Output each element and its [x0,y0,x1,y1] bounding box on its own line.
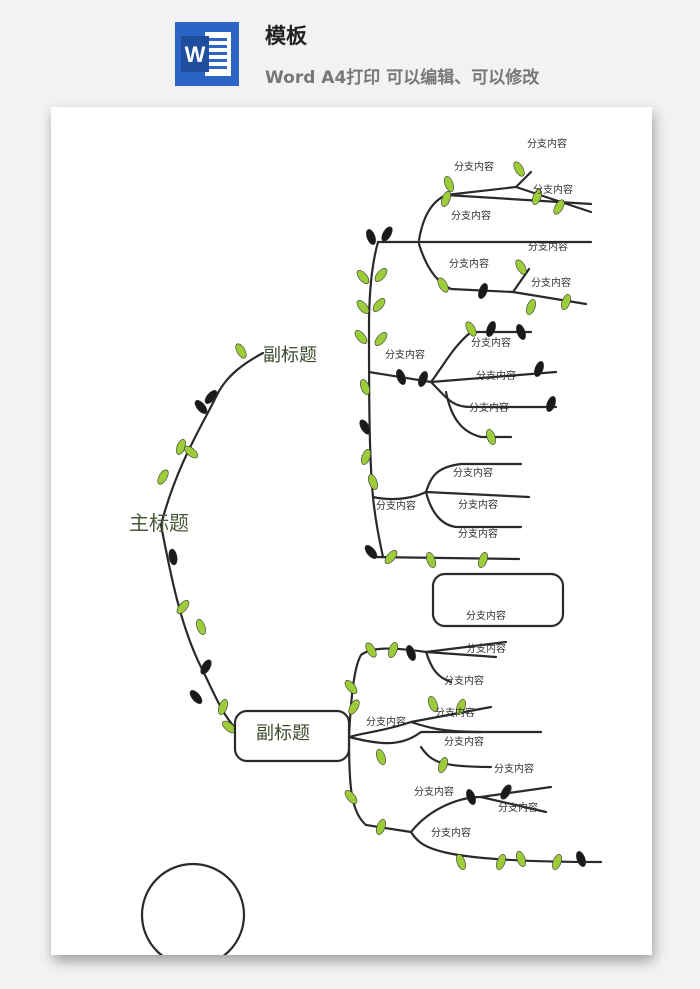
leaf-decoration [376,749,386,765]
leaf-decoration [515,259,527,275]
branch-label: 分支内容 [498,801,538,814]
leaf-decoration [157,469,169,485]
document-subtitle: Word A4打印 可以编辑、可以修改 [265,68,540,88]
leaf-decoration [444,176,454,192]
branch-label: 分支内容 [476,369,516,382]
leaf-decoration [344,680,358,694]
branch-label: 分支内容 [471,336,511,349]
branch-label: 分支内容 [444,735,484,748]
leaf-decoration [478,283,488,299]
leaf-decoration [406,645,416,661]
leaf-decoration [478,552,488,568]
leaf-decoration [465,321,477,337]
leaf-decoration [356,300,370,314]
subtitle-top: 副标题 [263,345,317,366]
leaf-decoration [372,298,386,312]
leaf-decoration [194,400,208,414]
leaf-decoration [366,229,376,245]
leaf-decoration [348,699,360,715]
branch-label: 分支内容 [531,276,571,289]
leaf-decoration [553,199,565,215]
leaf-decoration [486,429,496,445]
leaf-decoration [466,789,476,805]
leaf-decoration [426,552,436,568]
branch-label: 分支内容 [444,674,484,687]
leaf-decoration [486,321,496,337]
branch-label: 分支内容 [458,527,498,540]
leaf-decoration [381,226,393,242]
leaf-decoration [344,790,358,804]
leaf-decoration [361,449,371,465]
leaf-decoration [189,690,203,704]
document-title: 模板 [265,24,307,48]
branch-label: 分支内容 [414,785,454,798]
leaf-decoration [441,191,451,207]
leaf-decoration [365,642,377,658]
leaf-decoration [364,545,378,559]
leaf-decoration [428,696,438,712]
subtitle-bottom: 副标题 [256,723,310,744]
leaf-decoration [374,332,388,346]
leaf-decoration [356,270,370,284]
leaf-decoration [576,851,586,867]
leaf-decoration [184,445,198,459]
branch-label: 分支内容 [458,498,498,511]
leaf-decoration [396,369,406,385]
leaf-decoration [218,699,228,715]
branch-label: 分支内容 [466,609,506,622]
leaf-decoration [437,277,449,293]
branch-label: 分支内容 [528,240,568,253]
branch-label: 分支内容 [533,183,573,196]
branch-label: 分支内容 [453,466,493,479]
leaf-decoration [374,268,388,282]
leaf-decoration [526,299,536,315]
leaf-decoration [561,294,571,310]
leaf-decoration [368,474,378,490]
leaf-decoration [418,371,428,387]
leaf-decoration [546,396,556,412]
word-icon: W [175,22,239,86]
svg-text:W: W [185,42,206,67]
branch-label: 分支内容 [466,642,506,655]
branch-label: 分支内容 [366,715,406,728]
leaf-decoration [354,330,368,344]
branch-label: 分支内容 [454,160,494,173]
leaf-decoration [456,854,466,870]
mind-map: 主标题 副标题 副标题 分支内容 分支内容 分支内容 分支内容 分支内容 分支内… [129,137,603,955]
leaf-decoration [359,419,371,435]
leaf-decoration [388,642,398,658]
branch-label: 分支内容 [451,209,491,222]
leaf-decoration [500,784,512,800]
leaf-decoration [204,390,218,404]
leaf-decoration [168,548,178,566]
leaf-decoration [496,854,506,870]
main-title: 主标题 [129,511,189,535]
leaf-decoration [513,161,525,177]
leaf-decoration [456,699,466,715]
branch-label: 分支内容 [469,401,509,414]
branch-label: 分支内容 [435,706,475,719]
document-page: 主标题 副标题 副标题 分支内容 分支内容 分支内容 分支内容 分支内容 分支内… [51,107,652,955]
branch-label: 分支内容 [494,762,534,775]
leaf-decoration [438,757,448,773]
leaf-decoration [360,379,370,395]
branch-label: 分支内容 [449,257,489,270]
branch-label: 分支内容 [431,826,471,839]
leaf-decoration [376,819,386,835]
leaf-decoration [200,659,212,675]
branch-label: 分支内容 [385,348,425,361]
leaf-decoration [176,600,190,614]
leaf-decoration [534,361,544,377]
branch-label: 分支内容 [527,137,567,150]
leaf-decoration [552,854,562,870]
leaf-decoration [384,550,398,564]
leaf-decoration [516,851,526,867]
leaf-decoration [516,324,526,340]
leaf-decoration [235,343,247,359]
leaf-decoration [196,619,206,635]
leaf-decoration [532,189,542,205]
branch-label: 分支内容 [376,499,416,512]
